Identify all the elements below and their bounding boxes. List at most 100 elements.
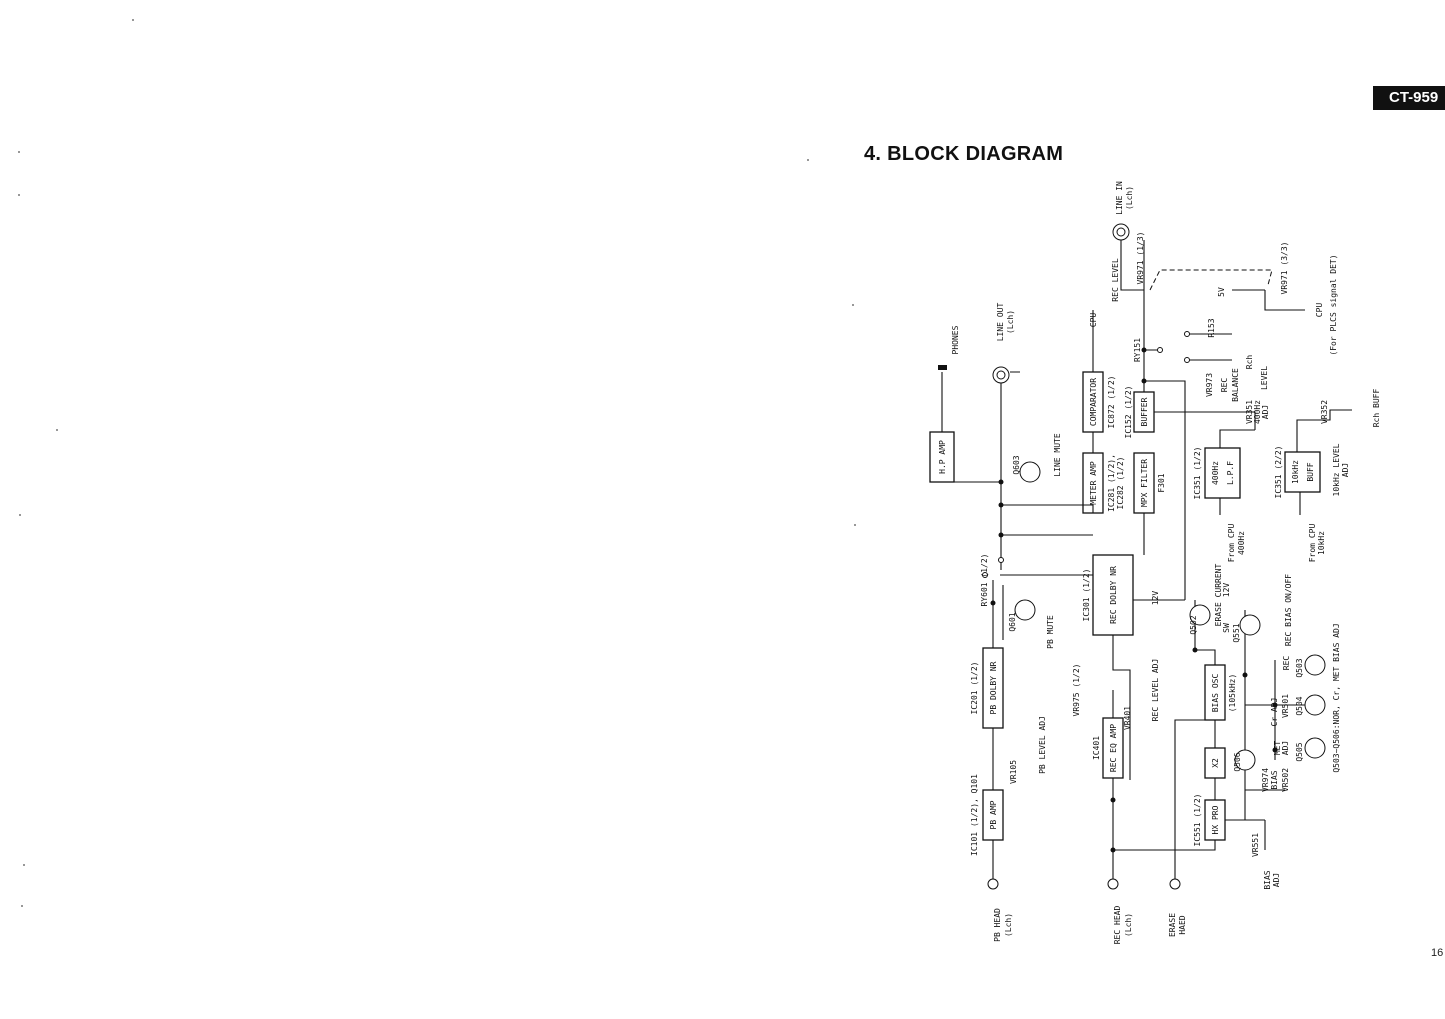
label-line-out-ch: (Lch) <box>1006 310 1015 334</box>
transistor-q506-icon <box>1234 749 1256 771</box>
label-ic401: IC401 <box>1092 736 1101 760</box>
label-cr-adj: Cr ADJ <box>1270 698 1279 727</box>
label-q503-q506-note: Q503~Q506:NOR, Cr, MET BIAS ADJ <box>1332 623 1341 772</box>
label-bias-adj-1: BIAS <box>1263 870 1272 889</box>
pb-head-icon <box>987 878 999 890</box>
label-vr352: VR352 <box>1320 400 1329 424</box>
label-q505: Q505 <box>1295 742 1304 761</box>
transistor-q505-icon <box>1304 737 1326 759</box>
label-line-in: LINE IN <box>1115 181 1124 215</box>
label-pb-mute: PB MUTE <box>1046 615 1055 649</box>
label-rec-dolby-nr: REC DOLBY NR <box>1109 566 1118 624</box>
label-q506: Q506 <box>1233 752 1242 771</box>
rec-head-icon <box>1107 878 1119 890</box>
label-hx-pro: HX PRO <box>1211 805 1220 834</box>
label-ic872: IC872 (1/2) <box>1107 376 1116 429</box>
label-r153: R153 <box>1207 318 1216 337</box>
label-q502: Q502 <box>1189 615 1198 634</box>
label-erase-current: ERASE CURRENT <box>1214 564 1223 627</box>
label-met: MET <box>1273 741 1282 756</box>
label-rec-level-adj: REC LEVEL ADJ <box>1151 659 1160 722</box>
label-meter-amp: METER AMP <box>1089 461 1098 505</box>
label-cpu-right: CPU <box>1315 303 1324 318</box>
label-rec-balance-1: REC <box>1220 378 1229 393</box>
transistor-q601-icon <box>1014 599 1036 621</box>
label-erase-head: HAED <box>1178 915 1187 934</box>
label-bias: BIAS <box>1270 770 1279 789</box>
label-buff-freq: 10kHz <box>1291 460 1300 484</box>
label-vr351-freq: 400Hz <box>1253 400 1262 424</box>
label-rec: REC <box>1282 656 1291 671</box>
label-q551: Q551 <box>1232 623 1241 642</box>
label-vr351-adj: ADJ <box>1261 405 1270 419</box>
transistor-q503-icon <box>1304 654 1326 676</box>
label-pb-head: PB HEAD <box>993 908 1002 942</box>
label-vr974: VR974 <box>1261 768 1270 792</box>
junction-dots <box>990 347 1278 853</box>
label-ic201: IC201 (1/2) <box>970 662 979 715</box>
label-from-cpu-400-freq: 400Hz <box>1237 531 1246 555</box>
label-rec-bias-onoff: REC BIAS ON/OFF <box>1284 574 1293 646</box>
label-ic351-1: IC351 (1/2) <box>1193 447 1202 500</box>
label-vr971-1: VR971 (1/3) <box>1136 232 1145 285</box>
label-phones: PHONES <box>951 325 960 354</box>
label-vr975: VR975 (1/2) <box>1072 664 1081 717</box>
label-12v-b: 12V <box>1222 583 1231 598</box>
label-pb-head-ch: (Lch) <box>1004 913 1013 937</box>
label-rec-level: REC LEVEL <box>1111 258 1120 302</box>
label-ic551: IC551 (1/2) <box>1193 794 1202 847</box>
label-q601: Q601 <box>1008 612 1017 631</box>
page-title: 4. BLOCK DIAGRAM <box>864 143 1064 165</box>
label-ry601: RY601 (1/2) <box>980 554 989 607</box>
label-line-mute: LINE MUTE <box>1053 433 1062 477</box>
transistor-q551-icon <box>1239 614 1261 636</box>
label-ic152: IC152 (1/2) <box>1124 386 1133 439</box>
label-line-in-ch: (Lch) <box>1125 186 1134 210</box>
transistor-q603-icon <box>1019 461 1041 483</box>
label-lpf-freq: 400Hz <box>1211 461 1220 485</box>
label-met-adj: ADJ <box>1281 741 1290 755</box>
page-number: 16 <box>1431 947 1444 959</box>
label-mpx-filter: MPX FILTER <box>1140 459 1149 507</box>
wiring <box>941 240 1352 880</box>
label-erase-sw: SW <box>1222 623 1231 633</box>
scan-specks <box>18 19 856 907</box>
label-10khz-adj: ADJ <box>1341 463 1350 477</box>
label-bias-adj-2: ADJ <box>1272 873 1281 887</box>
label-hp-amp: H.P AMP <box>938 440 947 474</box>
label-x2: X2 <box>1211 758 1220 768</box>
erase-head-icon <box>1169 878 1181 890</box>
diagram-labels: PHONES H.P AMP LINE OUT (Lch) LINE MUTE … <box>938 181 1381 944</box>
label-vr551: VR551 <box>1251 833 1260 857</box>
label-pb-dolby-nr: PB DOLBY NR <box>989 661 998 714</box>
transistor-q504-icon <box>1304 694 1326 716</box>
label-ic351-2: IC351 (2/2) <box>1274 446 1283 499</box>
label-q603: Q603 <box>1012 455 1021 474</box>
label-vr973: VR973 <box>1205 373 1214 397</box>
label-cpu-top: CPU <box>1089 313 1098 328</box>
label-rch: Rch <box>1245 355 1254 370</box>
label-comparator: COMPARATOR <box>1089 378 1098 426</box>
label-vr401: VR401 <box>1123 706 1132 730</box>
label-ic301: IC301 (1/2) <box>1082 569 1091 622</box>
label-vr971-3: VR971 (3/3) <box>1280 242 1289 295</box>
label-plcs: (For PLCS signal DET) <box>1329 254 1338 355</box>
label-ic282: IC282 (1/2) <box>1116 457 1125 510</box>
label-pb-level-adj: PB LEVEL ADJ <box>1038 716 1047 774</box>
label-bias-osc: BIAS OSC <box>1211 674 1220 713</box>
jacks-and-heads <box>938 223 1326 890</box>
label-rec-eq-amp: REC EQ AMP <box>1109 724 1118 772</box>
label-rec-balance-2: BALANCE <box>1231 368 1240 402</box>
label-5v: 5V <box>1217 287 1226 297</box>
lpf-block <box>1204 447 1241 499</box>
label-pb-amp: PB AMP <box>989 800 998 829</box>
label-ic101: IC101 (1/2), Q101 <box>970 774 979 856</box>
label-level: LEVEL <box>1260 366 1269 390</box>
label-from-cpu-400: From CPU <box>1227 524 1236 563</box>
label-from-cpu-10k-freq: 10kHz <box>1317 531 1326 555</box>
label-10khz-level: 10kHz LEVEL <box>1332 443 1341 496</box>
label-line-out: LINE OUT <box>996 303 1005 342</box>
label-vr502: VR502 <box>1281 768 1290 792</box>
label-from-cpu-10k: From CPU <box>1308 524 1317 563</box>
